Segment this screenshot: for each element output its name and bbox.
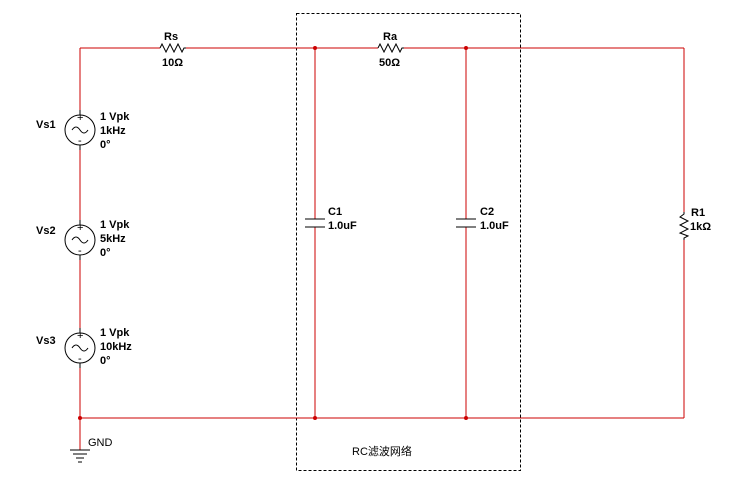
plus-icon: +	[77, 330, 83, 342]
source-vs3-amplitude: 1 Vpk	[100, 327, 130, 339]
sine-wave-icon	[71, 344, 89, 352]
plus-icon: +	[77, 222, 83, 234]
resistor-ra-icon	[377, 42, 404, 54]
resistor-ra-value: 50Ω	[379, 57, 400, 69]
sine-wave-icon	[71, 126, 89, 134]
resistor-r1-name: R1	[691, 207, 705, 219]
junction-dot	[464, 46, 468, 50]
source-vs2-frequency: 5kHz	[100, 233, 126, 245]
resistor-ra-name: Ra	[383, 31, 398, 43]
junction-dot	[313, 46, 317, 50]
resistor-ra[interactable]: Ra 50Ω	[377, 31, 404, 69]
rc-filter-label: RC滤波网络	[352, 444, 412, 458]
resistor-rs-icon	[159, 42, 186, 54]
minus-icon: -	[78, 245, 82, 257]
capacitor-c1-value: 1.0uF	[328, 220, 357, 232]
junctions	[78, 46, 468, 420]
source-vs3-frequency: 10kHz	[100, 341, 132, 353]
source-vs3-name: Vs3	[36, 335, 56, 347]
resistor-r1-icon	[678, 212, 690, 240]
source-vs1-phase: 0°	[100, 139, 111, 151]
resistor-r1-value: 1kΩ	[690, 221, 711, 233]
sine-wave-icon	[71, 236, 89, 244]
capacitor-c2-value: 1.0uF	[480, 220, 509, 232]
capacitor-c2-name: C2	[480, 206, 494, 218]
source-vs3[interactable]: + - Vs3 1 Vpk 10kHz 0°	[36, 327, 132, 368]
capacitor-c2[interactable]: C2 1.0uF	[456, 206, 509, 232]
capacitor-c1-name: C1	[328, 206, 342, 218]
minus-icon: -	[78, 353, 82, 365]
source-vs1-name: Vs1	[36, 119, 56, 131]
source-vs1[interactable]: + - Vs1 1 Vpk 1kHz 0°	[36, 110, 130, 151]
plus-icon: +	[77, 112, 83, 124]
wires	[79, 47, 685, 450]
junction-dot	[78, 416, 82, 420]
rc-filter-box[interactable]	[296, 13, 521, 471]
ground-label: GND	[88, 437, 113, 449]
source-vs2-phase: 0°	[100, 247, 111, 259]
resistor-rs[interactable]: Rs 10Ω	[159, 31, 186, 69]
source-vs1-amplitude: 1 Vpk	[100, 111, 130, 123]
junction-dot	[464, 416, 468, 420]
resistor-r1[interactable]: R1 1kΩ	[678, 207, 711, 240]
source-vs2[interactable]: + - Vs2 1 Vpk 5kHz 0°	[36, 219, 130, 260]
source-vs2-amplitude: 1 Vpk	[100, 219, 130, 231]
source-vs3-phase: 0°	[100, 355, 111, 367]
ground[interactable]: GND	[70, 437, 113, 463]
junction-dot	[313, 416, 317, 420]
source-vs1-frequency: 1kHz	[100, 125, 126, 137]
capacitor-c1[interactable]: C1 1.0uF	[305, 206, 357, 232]
source-vs2-name: Vs2	[36, 225, 56, 237]
resistor-rs-value: 10Ω	[162, 57, 183, 69]
minus-icon: -	[78, 135, 82, 147]
resistor-rs-name: Rs	[164, 31, 178, 43]
